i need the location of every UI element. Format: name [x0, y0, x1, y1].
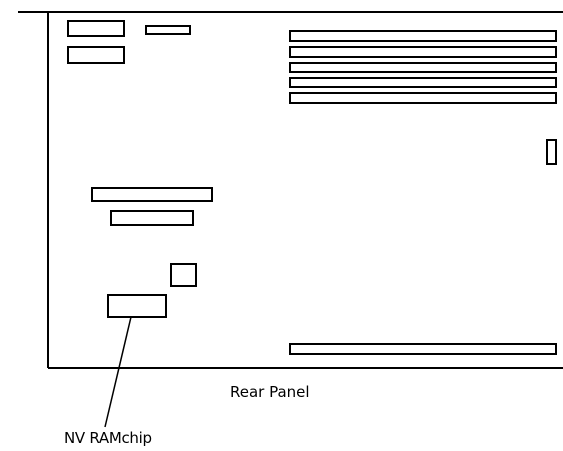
slot-1 — [289, 30, 557, 42]
small-chip — [170, 263, 197, 287]
rear-panel-label: Rear Panel — [230, 383, 310, 401]
component-top-left-3 — [67, 46, 125, 64]
nvram-leader-line — [104, 316, 132, 428]
connector-middle-2 — [110, 210, 194, 226]
slot-bottom — [289, 343, 557, 355]
component-top-left-1 — [67, 20, 125, 37]
connector-middle-1 — [91, 187, 213, 202]
nvram-chip-label: NV RAMchip — [64, 429, 152, 447]
slot-2 — [289, 46, 557, 58]
slot-3 — [289, 62, 557, 73]
slot-4 — [289, 77, 557, 88]
slot-5 — [289, 92, 557, 104]
component-top-left-2 — [145, 25, 191, 35]
connector-right — [546, 139, 557, 165]
nvram-chip — [107, 294, 167, 318]
